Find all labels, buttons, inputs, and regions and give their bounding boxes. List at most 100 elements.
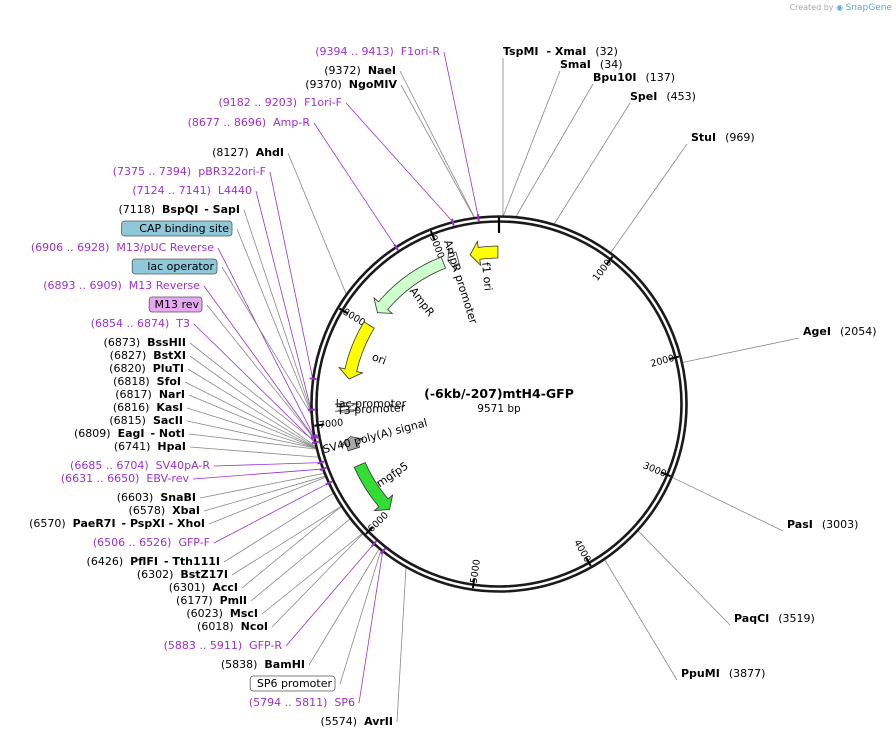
site-position: (9370) [305, 78, 342, 91]
leader-line [231, 505, 342, 576]
site-name: SpeI [630, 90, 657, 103]
leader-line [287, 152, 347, 295]
site-ahdi[interactable]: (8127)AhdI [212, 146, 284, 159]
leader-line [271, 533, 364, 628]
credit-brand: SnapGene [845, 3, 892, 13]
feature-sv40-poly-a-signal[interactable] [339, 436, 364, 452]
site-position: (6426) [87, 555, 124, 568]
primer-gfp-r[interactable]: (5883 .. 5911)GFP-R [164, 639, 283, 652]
leader-line [399, 70, 475, 218]
feature-label-ori: ori [370, 350, 388, 367]
leader-line [345, 102, 454, 223]
site-ppumi[interactable]: PpuMI(3877) [681, 667, 765, 680]
primer-pbr322ori-f[interactable]: (7375 .. 7394)pBR322ori-F [113, 165, 266, 178]
primer-sp6[interactable]: (5794 .. 5811)SP6 [249, 696, 355, 709]
primer-name: GFP-F [178, 536, 210, 549]
site-snabi[interactable]: (6603)SnaBI [117, 491, 196, 504]
site-bsshii[interactable]: (6873)BssHII [104, 336, 186, 349]
site-eagi[interactable]: (6809)EagI- NotI [74, 427, 185, 440]
site-kasi[interactable]: (6816)KasI [113, 401, 183, 414]
site-paqci[interactable]: PaqCI(3519) [734, 612, 815, 625]
site-name: AgeI [803, 325, 831, 338]
site-spei[interactable]: SpeI (453) [630, 90, 696, 103]
leader-line [604, 559, 678, 681]
leader-line [221, 266, 312, 416]
site-bstxi[interactable]: (6827)BstXI [110, 349, 186, 362]
feature-ampr[interactable] [373, 256, 447, 314]
primer-amp-r[interactable]: (8677 .. 8696)Amp-R [188, 116, 311, 129]
primer-m13-reverse[interactable]: (6893 .. 6909)M13 Reverse [43, 279, 200, 292]
site-pluti[interactable]: (6820)PluTI [109, 362, 184, 375]
primer-sv40pa-r[interactable]: (6685 .. 6704)SV40pA-R [70, 459, 210, 472]
primer-f1ori-f[interactable]: (9182 .. 9203)F1ori-F [219, 96, 343, 109]
site-pflfi[interactable]: (6426)PflFI- Tth111I [87, 555, 220, 568]
site-bpu10i[interactable]: Bpu10I(137) [593, 71, 675, 84]
site-position: (6873) [104, 336, 141, 349]
site-name: BamHI [264, 658, 305, 671]
site-pasi[interactable]: PasI(3003) [787, 518, 858, 531]
site-nari[interactable]: (6817)NarI [115, 388, 185, 401]
site-bspqi[interactable]: (7118)BspQI- SapI [118, 203, 240, 216]
site-position: (3519) [778, 612, 815, 625]
feature-lac-promoter[interactable] [334, 402, 360, 407]
feature-mgfp5[interactable] [353, 461, 394, 512]
feature-f1-ori[interactable] [469, 240, 499, 267]
site-name: EagI [118, 427, 145, 440]
ruler-tick [314, 423, 325, 427]
site-bamhi[interactable]: (5838)BamHI [221, 658, 305, 671]
leader-line [553, 102, 631, 225]
primer-gfp-f[interactable]: (6506 .. 6526)GFP-F [93, 536, 210, 549]
site-paer7i[interactable]: (6570)PaeR7I- PspXI - XhoI [29, 517, 205, 530]
leader-line [261, 532, 363, 615]
site-pmli[interactable]: (6177)PmlI [176, 594, 247, 607]
site-agei[interactable]: AgeI(2054) [803, 325, 877, 338]
site-smai[interactable]: SmaI(34) [560, 58, 623, 71]
feature-t3-promoter[interactable] [335, 409, 360, 413]
site-name: NaeI [368, 64, 396, 77]
primer-name: pBR322ori-F [198, 165, 266, 178]
leader-line [192, 468, 323, 480]
site-stui[interactable]: StuI(969) [691, 131, 755, 144]
feature-tag-cap-binding-site[interactable]: CAP binding site [121, 220, 233, 237]
site-sacii[interactable]: (6815)SacII [109, 414, 183, 427]
site-msci[interactable]: (6023)MscI [186, 607, 258, 620]
site-tspmi[interactable]: TspMI- XmaI(32) [503, 45, 618, 58]
site-acci[interactable]: (6301)AccI [169, 581, 238, 594]
primer-range: (6893 .. 6909) [43, 279, 122, 292]
feature-tag-m13-rev[interactable]: M13 rev [148, 296, 203, 313]
primer-mark [310, 434, 318, 438]
site-name: TspMI [503, 45, 539, 58]
site-bstz17i[interactable]: (6302)BstZ17I [137, 568, 228, 581]
site-naei[interactable]: (9372)NaeI [324, 64, 396, 77]
leader-line [223, 492, 334, 563]
leader-line [186, 420, 317, 449]
site-labels: TspMI- XmaI(32)SmaI(34)Bpu10I(137) SpeI (4… [29, 45, 876, 728]
primer-range: (8677 .. 8696) [188, 116, 267, 129]
site-ncoi[interactable]: (6018)NcoI [197, 620, 268, 633]
site-xbai[interactable]: (6578)XbaI [129, 504, 200, 517]
plasmid-length: 9571 bp [477, 403, 521, 415]
leader-line [189, 355, 317, 448]
primer-ebv-rev[interactable]: (6631 .. 6650)EBV-rev [61, 472, 190, 485]
primer-mark [319, 466, 327, 472]
site-hpai[interactable]: (6741) HpaI [114, 440, 186, 453]
site-extra: - NotI [150, 427, 185, 440]
feature-tag-sp6-promoter[interactable]: SP6 promoter [249, 675, 336, 692]
primer-f1ori-r[interactable]: (9394 .. 9413)F1ori-R [315, 45, 440, 58]
site-position: (453) [666, 90, 696, 103]
feature-tag-lac-operator[interactable]: lac operator [131, 258, 218, 275]
primer-m13-puc-reverse[interactable]: (6906 .. 6928)M13/pUC Reverse [31, 241, 214, 254]
leader-line [339, 550, 382, 685]
primer-l4440[interactable]: (7124 .. 7141)L4440 [132, 184, 252, 197]
site-position: (6741) [114, 440, 151, 453]
primer-t3[interactable]: (6854 .. 6874)T3 [91, 317, 190, 330]
site-name: HpaI [157, 440, 186, 453]
feature-tag-label: M13 rev [154, 298, 199, 311]
primer-name: M13/pUC Reverse [116, 241, 214, 254]
feature-ori[interactable] [338, 321, 375, 380]
site-avrii[interactable]: (5574)AvrII [321, 715, 393, 728]
feature-ampr-promoter[interactable] [447, 247, 460, 272]
site-name: PmlI [220, 594, 247, 607]
site-sfoi[interactable]: (6818)SfoI [113, 375, 181, 388]
site-ngomiv[interactable]: (9370)NgoMIV [305, 78, 397, 91]
